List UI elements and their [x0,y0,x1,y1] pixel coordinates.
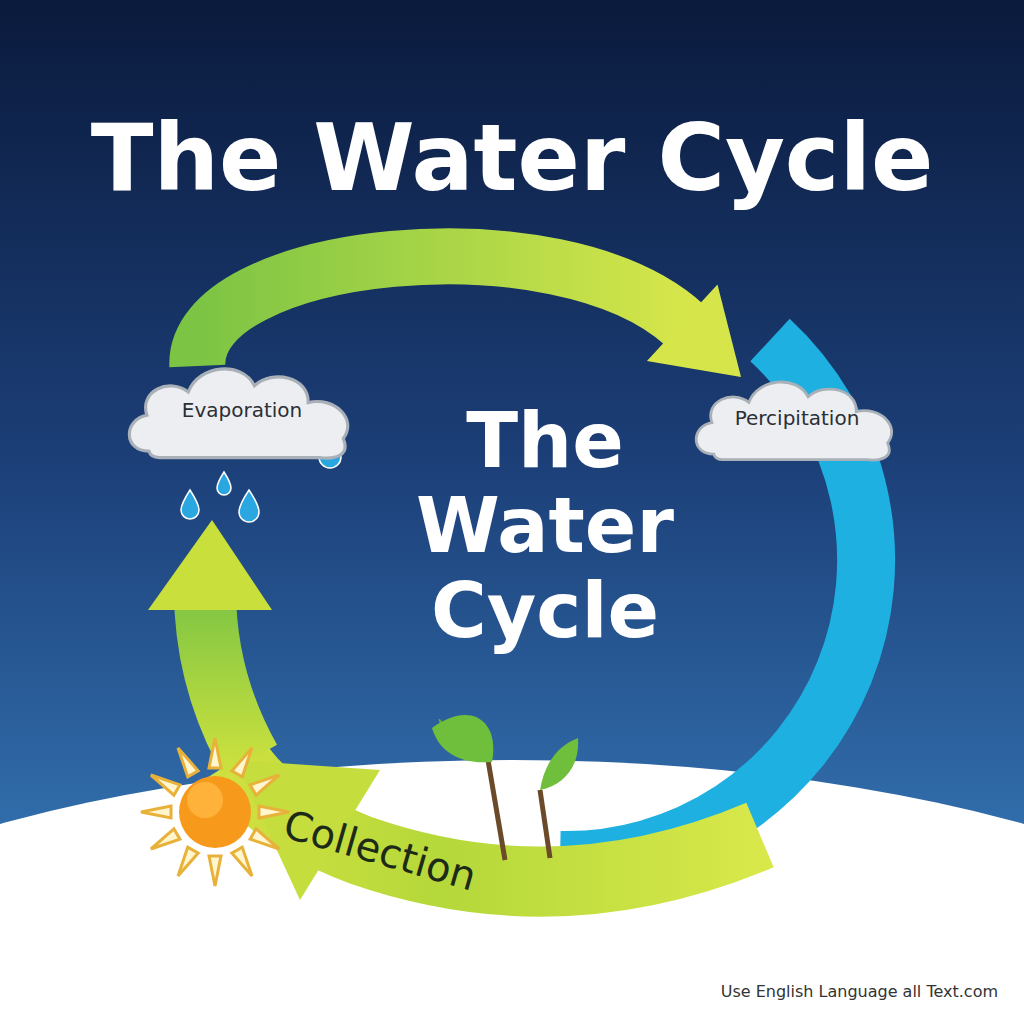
rising-arrow [205,590,250,760]
plant [432,715,578,860]
title: The Water Cycle [0,108,1024,209]
sun [141,738,289,886]
cloud-label: Evaporation [182,398,302,422]
watermark: Use English Language all Text.com [721,982,998,1001]
center-label: The Water Cycle [395,398,695,653]
rising-arrowhead [148,520,272,610]
cloud-label: Percipitation [735,406,860,430]
cycle-arrow [197,256,741,377]
ground-hill [0,760,1024,1024]
cloud-node: Evaporation [118,354,366,466]
cloud-node: Percipitation [686,369,908,467]
